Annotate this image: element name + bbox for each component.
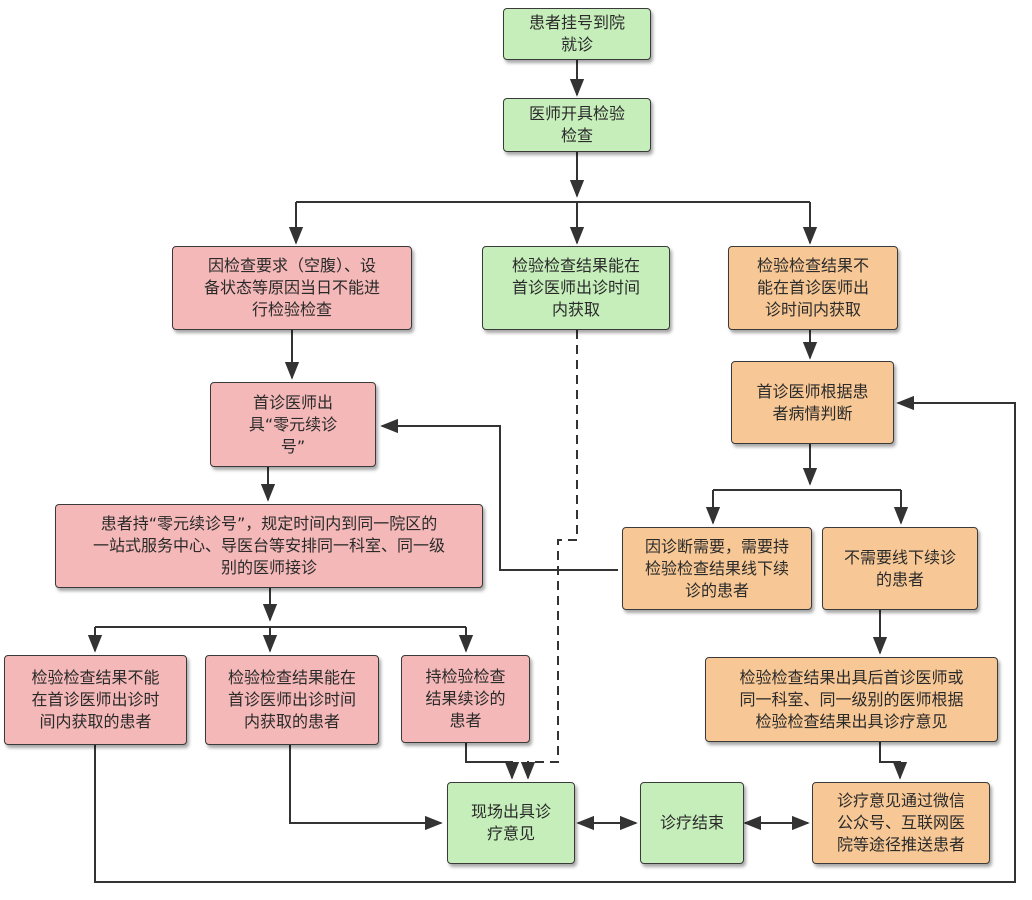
node-offline-followup-needed: 因诊断需要，需要持 检验检查结果线下续 诊的患者 [622, 527, 812, 610]
node-doctor-judgment: 首诊医师根据患 者病情判断 [731, 361, 894, 444]
node-results-in-time: 检验检查结果能在 首诊医师出诊时间 内获取 [482, 246, 670, 330]
arrow-n11-loop-n7 [94, 395, 1016, 883]
node-no-offline-followup: 不需要线下续诊 的患者 [822, 527, 978, 610]
arrow-n13-n15 [465, 743, 520, 780]
node-results-not-in-time: 检验检查结果不 能在首诊医师出 诊时间内获取 [728, 246, 898, 330]
node-zero-fee-followup: 首诊医师出 具“零元续诊 号” [210, 382, 376, 467]
node-patient-arrival: 患者挂号到院 就诊 [503, 8, 651, 60]
node-order-tests: 医师开具检验 检查 [503, 98, 651, 152]
arrow-n12-n15 [289, 745, 443, 831]
node-patient-results-late: 检验检查结果不能 在首诊医师出诊时 间内获取的患者 [4, 655, 187, 745]
node-issue-opinion-after-results: 检验检查结果出具后首诊医师或 同一科室、同一级别的医师根据 检验检查结果出具诊疗… [705, 657, 998, 742]
arrow-n14-n17 [879, 742, 908, 780]
node-cannot-test-today: 因检查要求（空腹）、设 备状态等原因当日不能进 行检验检查 [172, 246, 412, 330]
arrow-n4-n15-dashed [520, 330, 578, 780]
node-onsite-opinion: 现场出具诊 疗意见 [447, 782, 575, 864]
node-patient-results-in-time: 检验检查结果能在 首诊医师出诊时间 内获取的患者 [205, 655, 379, 745]
node-patient-with-results: 持检验检查 结果续诊的 患者 [401, 655, 530, 743]
node-treatment-end: 诊疗结束 [640, 782, 744, 864]
node-followup-arrangement: 患者持“零元续诊号”，规定时间内到同一院区的 一站式服务中心、导医台等安排同一科… [55, 504, 483, 588]
node-push-opinion-online: 诊疗意见通过微信 公众号、互联网医 院等途径推送患者 [812, 782, 990, 864]
